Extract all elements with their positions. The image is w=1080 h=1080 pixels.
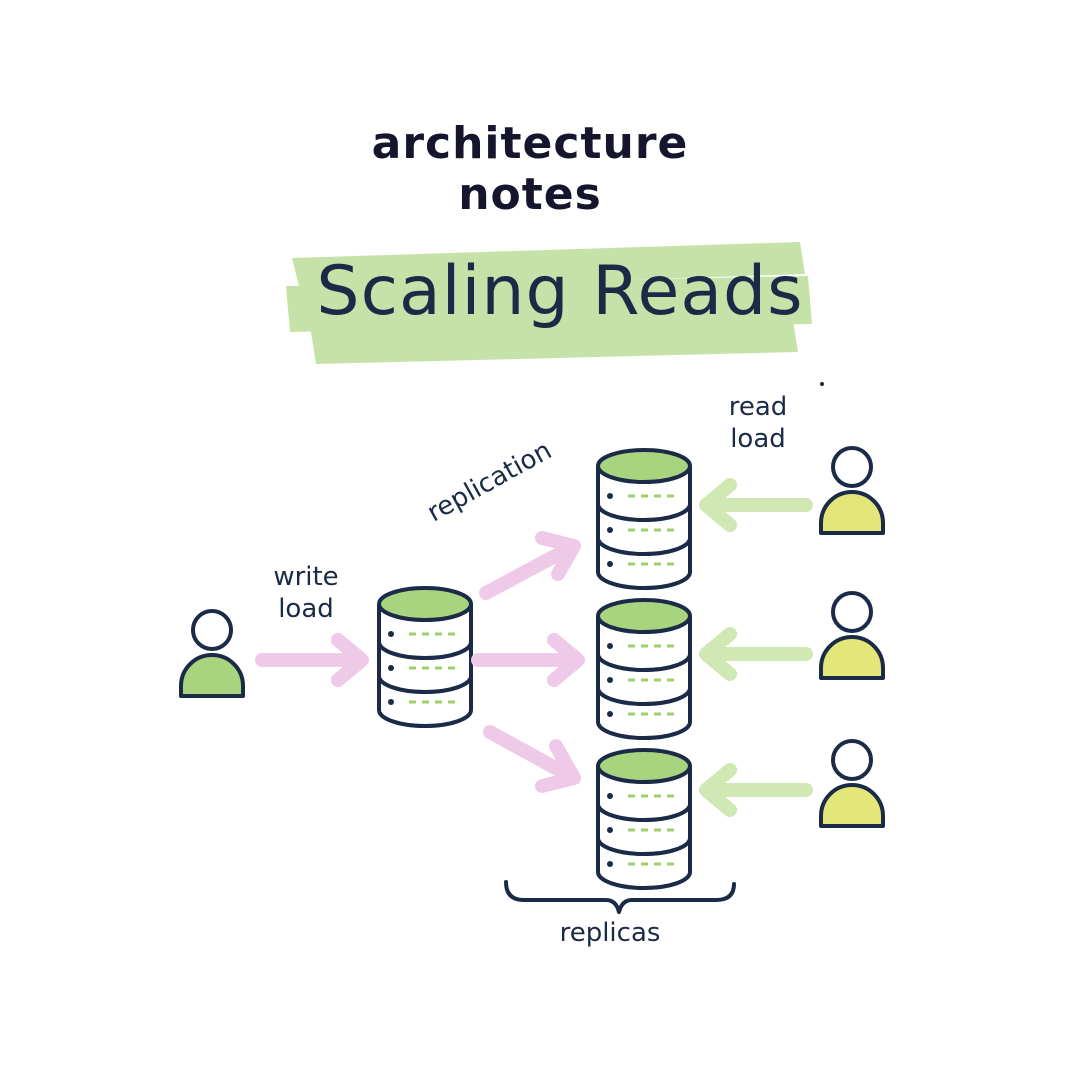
title-highlight [286,242,812,364]
write-load-arrow [255,633,369,687]
read-load-label: read load [710,392,806,455]
reader-person-icon [819,739,885,828]
reader-person-icon [819,446,885,535]
replicas-label: replicas [559,918,661,948]
replication-arrow-bottom [483,725,581,793]
write-load-label: write load [258,562,354,625]
read-load-text: read load [728,392,788,454]
replica-database-icon [596,598,692,740]
read-load-arrow [699,763,813,817]
replication-arrow-top [479,531,581,600]
reader-person-icon [819,591,885,680]
ink-dot [820,382,824,386]
read-load-arrow [699,627,813,681]
page-title: Scaling Reads [316,252,804,331]
replication-arrow-middle [471,633,585,687]
write-load-text: write load [273,562,339,624]
replicas-brace [504,880,736,914]
read-load-arrow [699,478,813,532]
primary-database-icon [377,586,473,728]
page-kicker: architecture notes [371,118,689,220]
writer-person-icon [179,609,245,698]
replica-database-icon [596,448,692,590]
replica-database-icon [596,748,692,890]
